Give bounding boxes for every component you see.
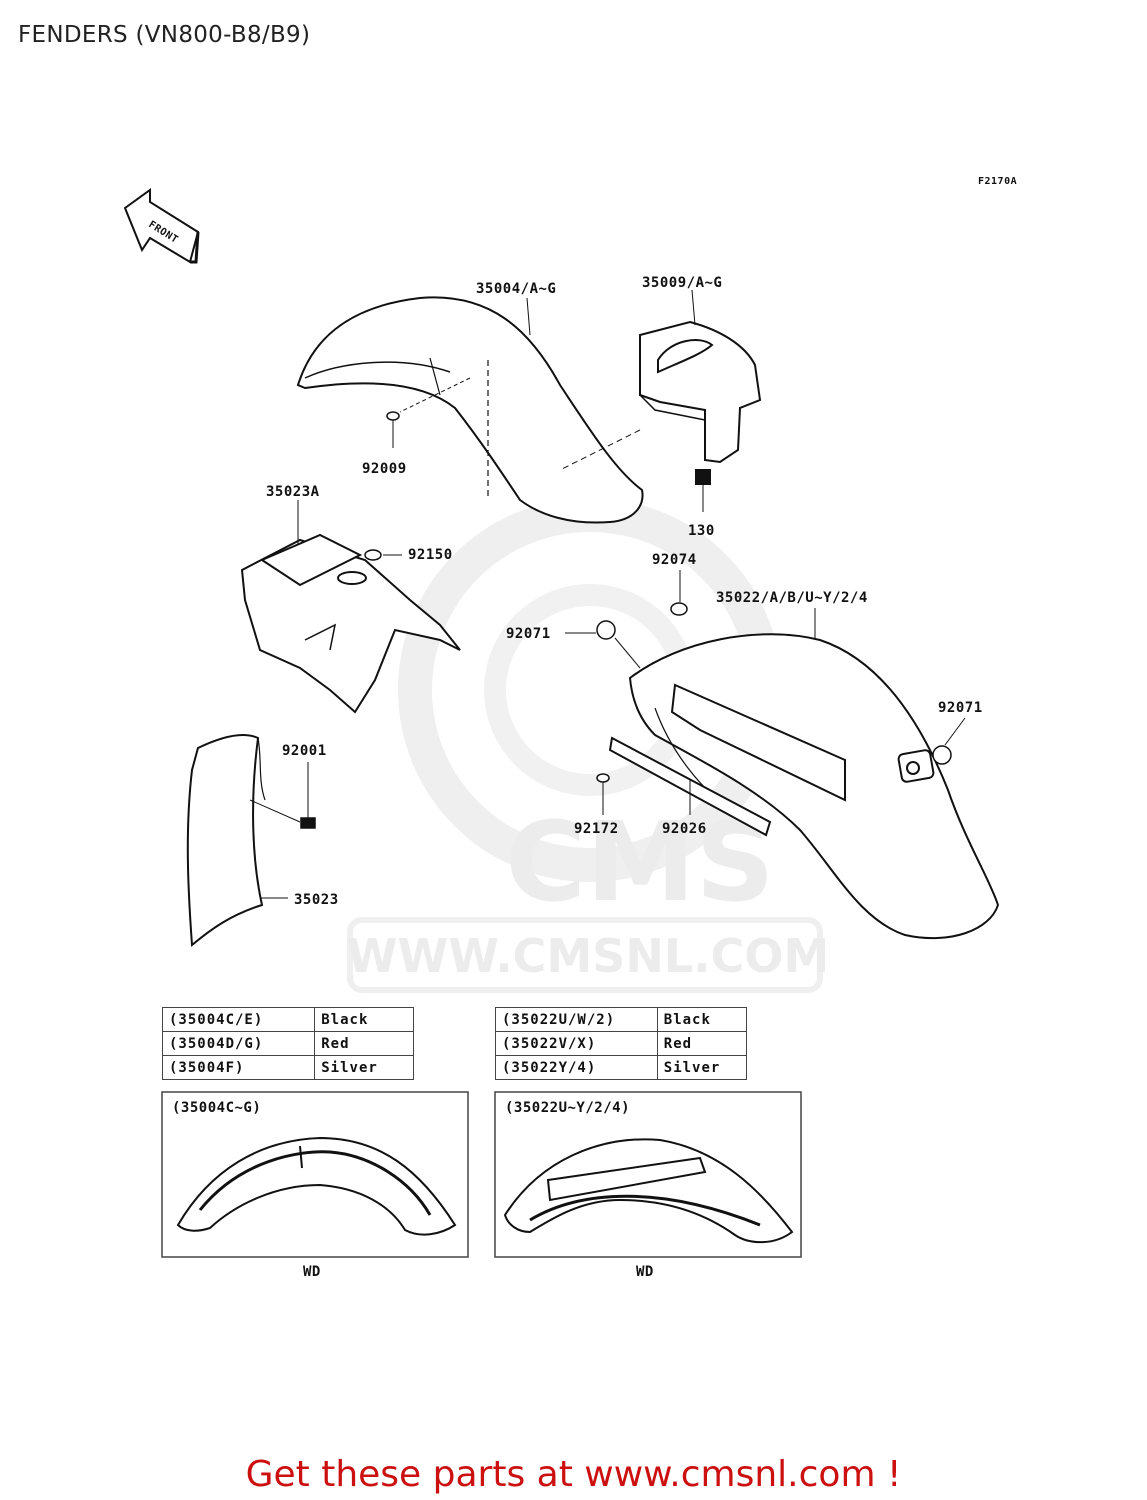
table-cell-color: Silver — [656, 1055, 748, 1080]
watermark-brand: CMS — [505, 798, 774, 926]
detail-box-front — [161, 1091, 469, 1258]
bolt-92172-icon — [596, 773, 610, 815]
table-cell-part: (35004C/E) — [161, 1007, 316, 1032]
table-cell-part: (35022V/X) — [495, 1031, 658, 1056]
color-table-front: (35004C/E) Black (35004D/G) Red (35004F)… — [161, 1007, 414, 1080]
table-row: (35022V/X) Red — [495, 1031, 748, 1056]
watermark-url: WWW.CMSNL.COM — [347, 929, 830, 983]
label-washer-right: 92071 — [938, 700, 983, 716]
washer-92071-left-icon — [596, 620, 616, 640]
table-row: (35004D/G) Red — [161, 1031, 414, 1056]
table-row: (35004F) Silver — [161, 1055, 414, 1080]
table-cell-part: (35004D/G) — [161, 1031, 316, 1056]
flap-bracket — [240, 533, 461, 714]
cta-link[interactable]: Get these parts at www.cmsnl.com ! — [245, 1454, 902, 1495]
label-bolt-bottom: 92172 — [574, 821, 619, 837]
label-front-fender: 35004/A~G — [476, 281, 556, 297]
bolt-92001-icon — [249, 762, 316, 829]
label-strip: 92026 — [662, 821, 707, 837]
rear-flap — [186, 734, 266, 948]
grommet-92150-icon — [364, 549, 402, 561]
label-rear-fender: 35022/A/B/U~Y/2/4 — [716, 590, 868, 606]
washer-92074-icon — [670, 602, 688, 616]
washer-92071-right-icon — [932, 745, 952, 765]
rear-fender-cover — [559, 320, 762, 471]
color-table-rear: (35022U/W/2) Black (35022V/X) Red (35022… — [495, 1007, 748, 1080]
bolt-92009-icon — [386, 411, 400, 448]
label-flap-bracket: 35023A — [266, 484, 320, 500]
watermark: CMS WWW.CMSNL.COM — [347, 498, 830, 993]
parts-diagram: CMS WWW.CMSNL.COM F2170A FRONT — [123, 176, 1017, 1280]
label-bolt-flap: 92001 — [282, 743, 327, 759]
front-fender — [296, 296, 644, 524]
table-cell-color: Black — [314, 1007, 414, 1032]
figure-code: F2170A — [978, 176, 1017, 187]
front-arrow-icon: FRONT — [123, 188, 200, 264]
detail-front-label: (35004C~G) — [172, 1100, 261, 1116]
table-cell-color: Black — [656, 1007, 748, 1032]
detail-front-fender — [176, 1136, 457, 1236]
table-cell-part: (35004F) — [161, 1055, 316, 1080]
table-cell-part: (35022Y/4) — [495, 1055, 658, 1080]
table-cell-color: Red — [314, 1031, 414, 1056]
table-cell-part: (35022U/W/2) — [495, 1007, 658, 1032]
detail-rear-caption: WD — [636, 1264, 654, 1280]
detail-front-caption: WD — [303, 1264, 321, 1280]
table-row: (35022Y/4) Silver — [495, 1055, 748, 1080]
label-bolt-130: 130 — [688, 523, 715, 539]
leader-lines — [260, 289, 966, 899]
label-rear-cover: 35009/A~G — [642, 275, 722, 291]
page-title: FENDERS (VN800-B8/B9) — [18, 22, 311, 48]
detail-rear-label: (35022U~Y/2/4) — [505, 1100, 630, 1116]
bolt-130-icon — [695, 469, 711, 512]
label-flap: 35023 — [294, 892, 339, 908]
detail-box-rear — [494, 1091, 802, 1258]
detail-rear-fender — [503, 1138, 794, 1244]
table-cell-color: Silver — [314, 1055, 414, 1080]
table-cell-color: Red — [656, 1031, 748, 1056]
label-grommet: 92150 — [408, 547, 453, 563]
label-bolt-top: 92009 — [362, 461, 407, 477]
rear-fender — [628, 633, 1000, 940]
label-washer-top: 92074 — [652, 552, 697, 568]
table-row: (35022U/W/2) Black — [495, 1007, 748, 1032]
label-washer-left: 92071 — [506, 626, 551, 642]
table-row: (35004C/E) Black — [161, 1007, 414, 1032]
